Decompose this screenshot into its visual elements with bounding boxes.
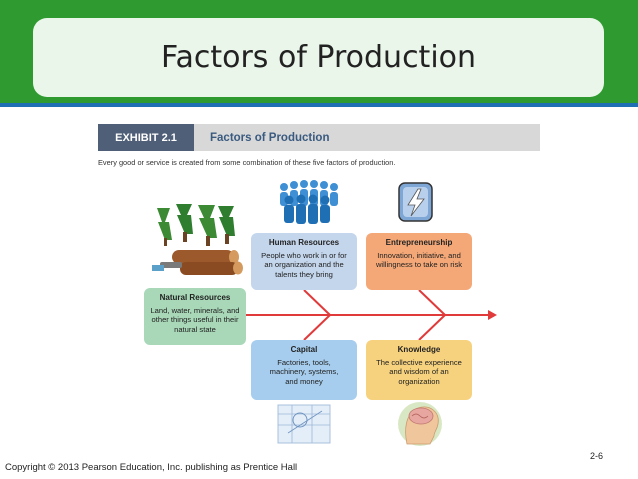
people-group-icon	[280, 180, 338, 224]
capital-text: Factories, tools, machinery, systems, an…	[269, 358, 339, 386]
brain-head-icon	[398, 402, 442, 446]
exhibit-title: Factors of Production	[210, 131, 330, 144]
page-number: 2-6	[590, 451, 604, 461]
capital-title: Capital	[290, 345, 318, 354]
branch-capital	[303, 314, 331, 341]
exhibit-caption: Every good or service is created from so…	[98, 158, 396, 167]
branch-knowledge	[418, 314, 446, 341]
title-box: Factors of Production	[33, 18, 604, 97]
entrepreneurship-box: Entrepreneurship Innovation, initiative,…	[366, 233, 472, 290]
human-resources-box: Human Resources People who work in or fo…	[251, 233, 357, 290]
knowledge-box: Knowledge The collective experience and …	[366, 340, 472, 400]
copyright-footer: Copyright © 2013 Pearson Education, Inc.…	[5, 462, 298, 473]
blueprint-icon	[277, 404, 331, 444]
main-arrow-head	[488, 310, 497, 320]
entrepreneurship-text: Innovation, initiative, and willingness …	[375, 251, 463, 270]
knowledge-title: Knowledge	[397, 345, 441, 354]
branch-entre	[418, 289, 446, 316]
slide-title: Factors of Production	[160, 40, 477, 75]
header-underline	[0, 103, 638, 107]
natural-resources-box: Natural Resources Land, water, minerals,…	[144, 288, 246, 345]
capital-box: Capital Factories, tools, machinery, sys…	[251, 340, 357, 400]
lightning-icon	[398, 182, 433, 222]
trees-logs-icon	[152, 204, 243, 275]
branch-human	[303, 289, 331, 316]
natural-resources-text: Land, water, minerals, and other things …	[150, 306, 240, 334]
natural-resources-title: Natural Resources	[159, 293, 231, 302]
human-resources-title: Human Resources	[268, 238, 340, 247]
entrepreneurship-title: Entrepreneurship	[385, 238, 453, 247]
exhibit-tag: EXHIBIT 2.1	[98, 124, 194, 151]
knowledge-text: The collective experience and wisdom of …	[376, 358, 462, 386]
human-resources-text: People who work in or for an organizatio…	[261, 251, 347, 279]
